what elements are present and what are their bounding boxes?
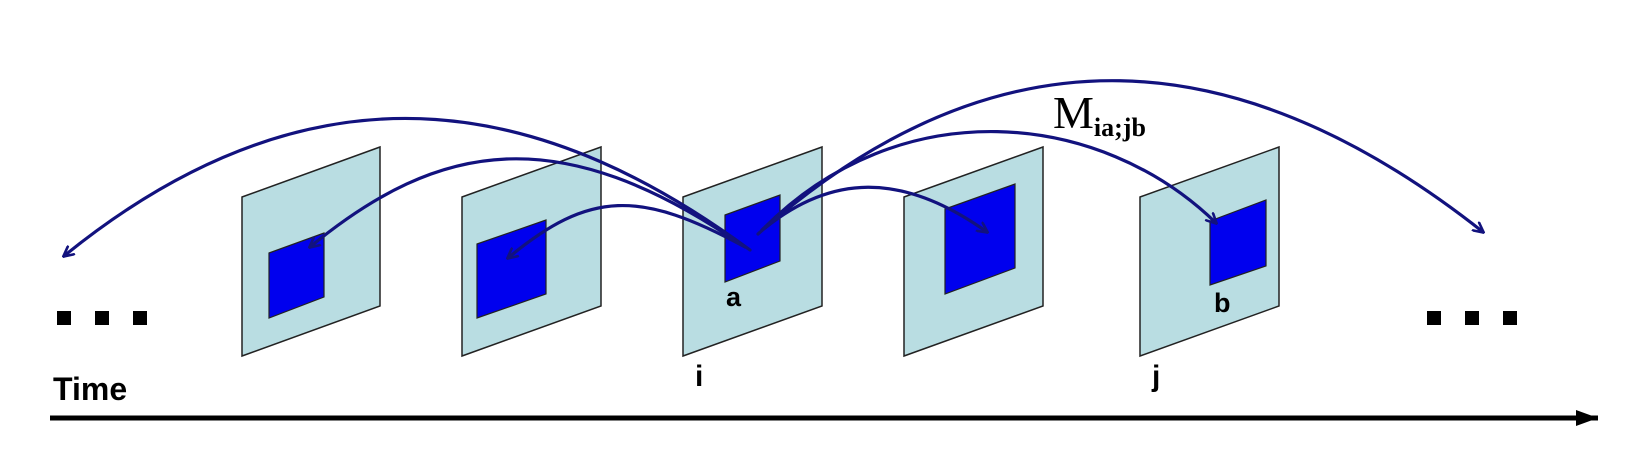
ellipsis-left-icon: [57, 311, 147, 325]
match-subscript: ia;jb: [1094, 113, 1146, 142]
region-a-label: a: [726, 282, 742, 312]
frame-i: [682, 145, 823, 358]
frame-2: [461, 145, 602, 358]
frame-1: [241, 145, 381, 358]
match-score-label: Mia;jb: [1053, 87, 1146, 142]
match-arrow-a-to-past: [64, 116, 752, 256]
match-arrow-a-to-future: [756, 79, 1483, 236]
match-symbol: M: [1053, 87, 1094, 138]
match-arrow-a-to-frame-2: [508, 203, 747, 258]
patch-1: [268, 232, 325, 319]
match-arrow-a-to-frame-1: [310, 157, 744, 247]
match-arrow-a-to-frame-4: [763, 185, 987, 232]
patch-a: [724, 194, 781, 283]
frame-j: [1139, 145, 1280, 358]
time-label: Time: [53, 371, 127, 407]
frame-i-label: i: [695, 360, 703, 393]
frame-j-label: j: [1151, 360, 1160, 393]
ellipsis-right-icon: [1427, 311, 1517, 325]
patch-4: [944, 183, 1016, 295]
frame-4: [903, 145, 1044, 358]
region-b-label: b: [1214, 288, 1231, 318]
patch-2: [476, 219, 547, 319]
patch-b: [1209, 199, 1267, 286]
